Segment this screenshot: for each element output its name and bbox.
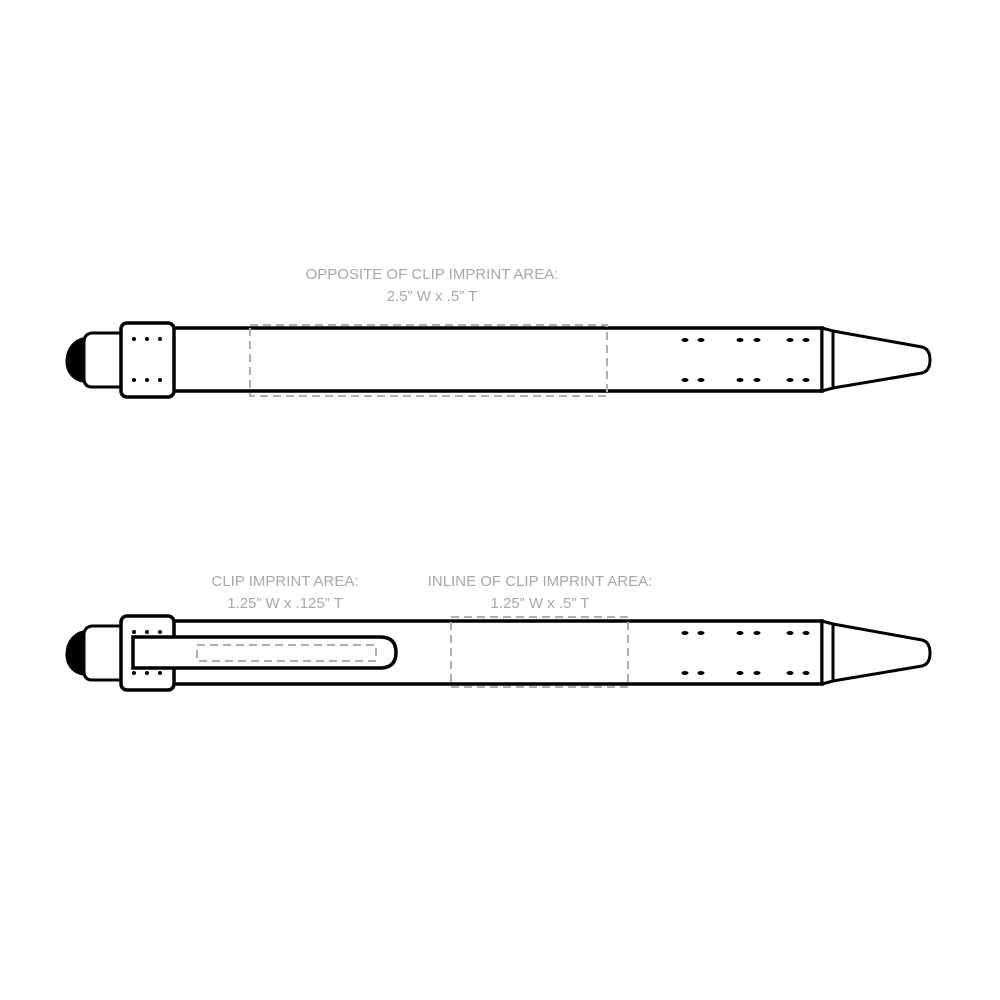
- ring-dot: [158, 378, 162, 382]
- ring-dot: [132, 378, 136, 382]
- pen-barrel: [170, 326, 824, 393]
- grip-dot: [681, 631, 689, 635]
- grip-dot: [786, 338, 794, 342]
- ring-dot: [158, 337, 162, 341]
- stylus-neck: [82, 331, 121, 389]
- grip-dot: [736, 378, 744, 382]
- grip-dot: [697, 631, 705, 635]
- clip-imprint-area: [196, 644, 377, 662]
- front-band: [820, 619, 835, 686]
- stylus-neck: [82, 624, 121, 682]
- label-title: CLIP IMPRINT AREA:: [211, 573, 359, 590]
- pen-cone-tip: [831, 622, 932, 683]
- ring-dot: [158, 630, 162, 634]
- inline-clip-label: INLINE OF CLIP IMPRINT AREA: 1.25” W x .…: [428, 571, 653, 615]
- grip-dot: [802, 631, 810, 635]
- clip-imprint-label: CLIP IMPRINT AREA: 1.25” W x .125” T: [212, 571, 359, 615]
- grip-dot: [753, 631, 761, 635]
- ring-dot: [132, 337, 136, 341]
- label-title: OPPOSITE OF CLIP IMPRINT AREA:: [305, 266, 559, 283]
- grip-dot: [753, 378, 761, 382]
- ring-dot: [158, 671, 162, 675]
- ring-dot: [145, 671, 149, 675]
- ring-dot: [132, 671, 136, 675]
- grip-dot: [736, 338, 744, 342]
- grip-dot: [681, 671, 689, 675]
- grip-dot: [736, 671, 744, 675]
- pen-clip-view: [65, 614, 932, 692]
- grip-dot: [802, 338, 810, 342]
- grip-dot: [736, 631, 744, 635]
- front-band: [820, 326, 835, 393]
- grip-dot: [753, 671, 761, 675]
- label-size: 2.5” W x .5” T: [386, 288, 478, 305]
- opposite-imprint-area: [249, 324, 608, 397]
- opposite-clip-label: OPPOSITE OF CLIP IMPRINT AREA: 2.5” W x …: [306, 264, 559, 308]
- grip-dot: [681, 338, 689, 342]
- grip-dot: [786, 631, 794, 635]
- pen-cone-tip: [831, 329, 932, 390]
- grip-dot: [697, 338, 705, 342]
- pen-opposite-clip-view: [65, 321, 932, 399]
- grip-dot: [697, 671, 705, 675]
- grip-dot: [697, 378, 705, 382]
- grip-dot: [786, 671, 794, 675]
- ring-dot: [145, 630, 149, 634]
- grip-dot: [753, 338, 761, 342]
- ring-dot: [132, 630, 136, 634]
- top-ring: [119, 321, 176, 399]
- label-size: 1.25” W x .125” T: [227, 595, 343, 612]
- grip-dot: [681, 378, 689, 382]
- grip-dot: [802, 671, 810, 675]
- grip-dot: [802, 378, 810, 382]
- ring-dot: [145, 378, 149, 382]
- label-title: INLINE OF CLIP IMPRINT AREA:: [427, 573, 653, 590]
- ring-dot: [145, 337, 149, 341]
- label-size: 1.25” W x .5” T: [490, 595, 590, 612]
- inline-imprint-area: [450, 616, 629, 688]
- grip-dot: [786, 378, 794, 382]
- pen-clip: [131, 635, 398, 670]
